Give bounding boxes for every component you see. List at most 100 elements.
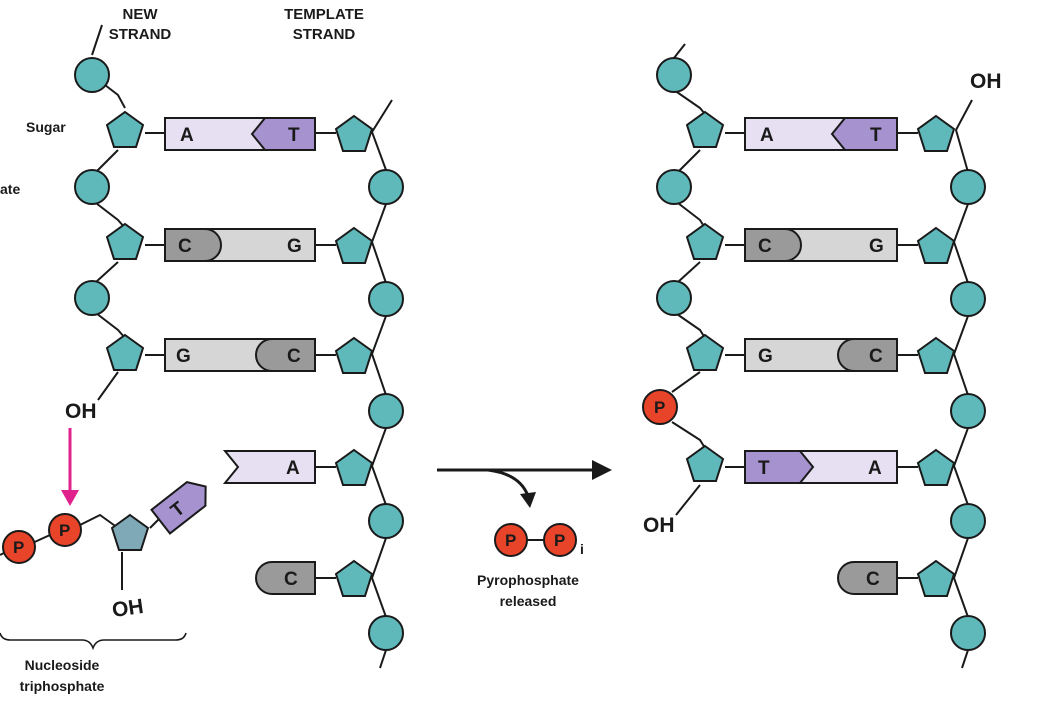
oh-label-left-new: OH [65,400,97,423]
template-base-a-unpaired [222,450,316,484]
left-template-sugars [334,114,374,597]
base-label: A [180,125,194,146]
base-pair-c-g [164,228,316,262]
incoming-arrow-head [61,490,79,506]
oh-label-incoming: OH [111,595,145,622]
base-label: G [758,346,773,367]
pi-subscript: i [580,541,584,557]
phosphate-circle [656,57,692,93]
phosphate-circle [368,281,404,317]
sugar-pentagon [916,114,956,152]
base-pair-g-c [164,338,316,372]
base-label: C [866,569,880,590]
base-label: G [176,346,191,367]
base-label: A [286,458,300,479]
oh-label-right-new: OH [643,514,675,537]
phosphate-circle [950,281,986,317]
left-new-phosphates [74,57,110,316]
phosphate-label-partial: ate [0,181,20,197]
new-phosphodiester-phosphate [642,389,678,425]
base-label: C [178,236,192,257]
phosphate-letter: P [654,398,665,417]
base-label: A [868,458,882,479]
phosphate-red-circle [2,530,36,564]
phosphate-letter: P [505,531,516,550]
sugar-pentagon [105,222,145,260]
sugar-pentagon [334,114,374,152]
sugar-pentagon [334,226,374,264]
sugar-pentagon [685,333,725,371]
base-label: T [288,125,300,146]
phosphate-letter: P [13,538,24,557]
base-pair-a-t-right [744,117,898,151]
sugar-pentagon [685,444,725,482]
phosphate-circle [950,393,986,429]
reaction-arrow-head [592,460,612,480]
sugar-label: Sugar [26,119,66,135]
sugar-pentagon [685,110,725,148]
nucleoside-label-line2: triphosphate [20,678,105,694]
phosphate-letter: P [554,531,565,550]
phosphate-circle [950,615,986,651]
phosphate-letter: P [59,521,70,540]
new-strand-label-line1: NEW [123,6,159,23]
phosphate-circle [368,615,404,651]
base-pair-t-a-right [744,450,898,484]
pyrophosphate-label-line2: released [500,593,557,609]
nucleoside-label-line1: Nucleoside [25,657,100,673]
sugar-pentagon [685,222,725,260]
template-strand-label-line2: STRAND [293,26,356,43]
base-label: C [287,346,301,367]
sugar-pentagon [334,559,374,597]
phosphate-circle [368,503,404,539]
base-label: A [760,125,774,146]
phosphate-circle [656,169,692,205]
phosphate-circle [74,57,110,93]
incoming-base-t: T [150,481,207,535]
pyrophosphate-label-line1: Pyrophosphate [477,572,579,588]
base-pair-a-t [164,117,316,151]
release-curved-arrow [487,468,530,497]
phosphate-circle [368,169,404,205]
base-pair-c-g-right [744,228,898,262]
sugar-pentagon [916,448,956,486]
base-label: C [284,569,298,590]
base-label: C [869,346,883,367]
sugar-pentagon [105,333,145,371]
base-pair-g-c-right [744,338,898,372]
base-label: T [758,458,770,479]
right-template-sugars [916,114,956,597]
nucleoside-brace [0,632,187,651]
new-strand-label-line2: STRAND [109,26,172,43]
sugar-pentagon [916,559,956,597]
pyrophosphate: P P i [494,523,584,557]
nucleoside-triphosphate: P P T [0,481,207,590]
base-label: C [758,236,772,257]
phosphate-circle [950,169,986,205]
phosphate-red-circle [48,513,82,547]
phosphate-circle [950,503,986,539]
left-template-phosphates [368,169,404,651]
left-new-sugars [105,110,145,371]
right-template-phosphates [950,169,986,651]
base-label: T [870,125,882,146]
sugar-pentagon [105,110,145,148]
release-curved-arrow-head [520,492,536,508]
template-strand-label-line1: TEMPLATE [284,6,364,23]
phosphate-circle [74,280,110,316]
base-label: G [869,236,884,257]
phosphate-circle [368,393,404,429]
template-base-c-unpaired [255,561,316,595]
template-base-c-unpaired-right [837,561,898,595]
sugar-pentagon [110,513,150,551]
right-new-sugars [685,110,725,482]
right-new-phosphates [656,57,692,316]
oh-label-right-template: OH [970,70,1002,93]
phosphate-red-circle [543,523,577,557]
sugar-pentagon [334,336,374,374]
sugar-pentagon [916,336,956,374]
phosphate-circle [74,169,110,205]
base-label: G [287,236,302,257]
